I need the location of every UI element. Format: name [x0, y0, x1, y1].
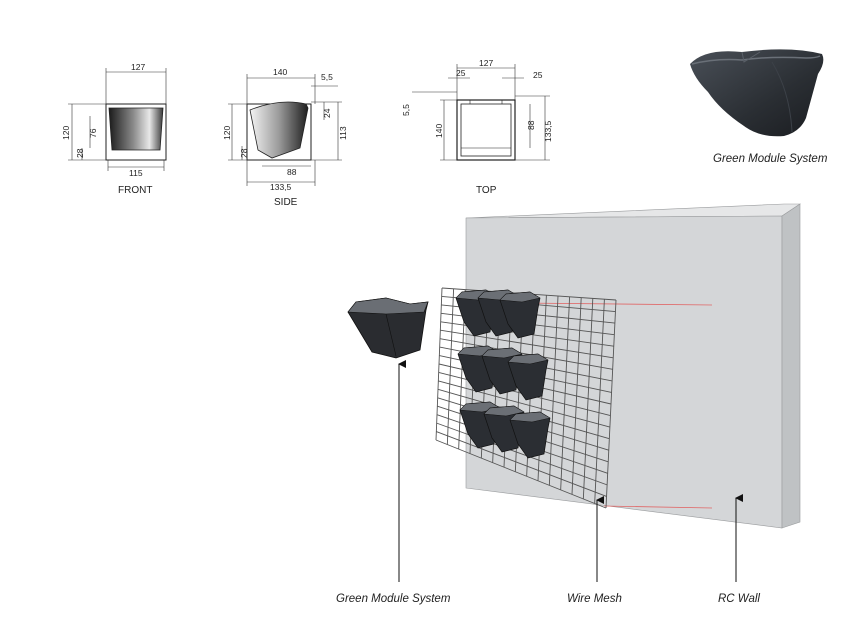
wall-green-module [507, 353, 549, 401]
mesh-wire-horizontal [440, 329, 614, 359]
side-view-drawing: 140 5,5 120 28 24 113 88 133,5 SIDE [222, 67, 348, 208]
top-dim-outer: 133,5 [543, 120, 553, 142]
wall-green-module [509, 411, 551, 459]
mesh-wire-horizontal [436, 431, 607, 497]
top-dim-lip: 5,5 [401, 104, 411, 116]
front-dim-bottom-width: 115 [129, 168, 143, 178]
side-dim-lip: 5,5 [321, 72, 333, 82]
mesh-wire-horizontal [438, 380, 611, 428]
detached-green-module [347, 297, 429, 359]
front-view-label: FRONT [118, 185, 152, 196]
top-dim-depth: 140 [434, 124, 444, 138]
top-dim-right-tab: 25 [533, 70, 543, 80]
top-view-drawing: 127 25 25 5,5 140 88 133,5 TOP [401, 58, 553, 196]
front-dim-top-width: 127 [131, 62, 145, 72]
callout-wire-mesh: Wire Mesh [567, 593, 622, 605]
callout-rc-wall: RC Wall [718, 593, 760, 605]
side-dim-top-width: 140 [273, 67, 287, 77]
front-dim-lip: 28 [75, 148, 85, 158]
front-dim-inner-height: 76 [88, 128, 98, 138]
mesh-wire-horizontal [435, 439, 607, 509]
top-view-label: TOP [476, 185, 497, 196]
front-dim-height: 120 [61, 126, 71, 140]
top-dim-left-tab: 25 [456, 68, 466, 78]
side-dim-height: 120 [222, 126, 232, 140]
red-guide-line-bottom [603, 505, 713, 509]
side-dim-lip-left: 28 [239, 148, 249, 158]
mesh-wire-horizontal [439, 338, 613, 370]
callout-green-module: Green Module System [336, 593, 451, 605]
front-view-drawing: 127 120 76 28 115 FRONT [61, 62, 167, 196]
module-photo [690, 49, 824, 137]
side-dim-notch: 24 [322, 108, 332, 118]
top-dim-width: 127 [479, 58, 493, 68]
top-dim-inner: 88 [526, 120, 536, 130]
side-view-label: SIDE [274, 197, 298, 208]
wall-green-module [499, 291, 541, 339]
photo-caption: Green Module System [713, 153, 828, 165]
side-dim-bottom-inner: 88 [287, 167, 297, 177]
side-dim-bottom-width: 133,5 [270, 182, 292, 192]
mesh-wire-horizontal [436, 422, 608, 486]
rc-wall [465, 203, 801, 529]
side-dim-right-height: 113 [338, 126, 348, 140]
pots-on-mesh [455, 289, 551, 459]
